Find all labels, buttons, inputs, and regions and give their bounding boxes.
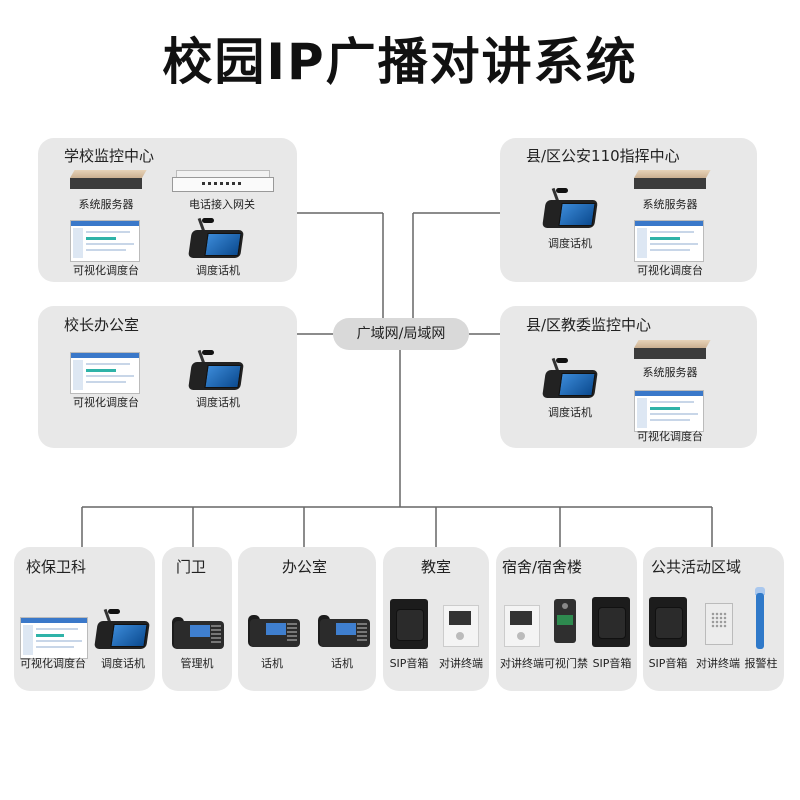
device-label: 管理机	[180, 657, 214, 670]
dispatch-phone-icon	[188, 217, 244, 260]
panel-title: 公共活动区域	[651, 558, 742, 576]
network-hub: 广域网/局域网	[333, 318, 469, 350]
panel-security-office: 校保卫科 可视化调度台 调度话机	[14, 547, 155, 691]
panel-title: 学校监控中心	[64, 147, 155, 165]
device-label: SIP音箱	[648, 657, 688, 670]
ip-phone-icon	[248, 611, 300, 649]
device-label: 系统服务器	[642, 366, 698, 379]
device-label: 可视化调度台	[637, 430, 703, 443]
ip-phone-icon	[318, 611, 370, 649]
sip-speaker-icon	[592, 597, 630, 647]
dispatch-phone-icon	[542, 187, 598, 230]
dispatch-console-icon	[20, 617, 88, 659]
device-label: 可视化调度台	[637, 264, 703, 277]
panel-gatehouse: 门卫 管理机	[162, 547, 232, 691]
device-label: 系统服务器	[78, 198, 134, 211]
device-label: 调度话机	[196, 396, 240, 409]
device-label: 电话接入网关	[189, 198, 255, 211]
dispatch-phone-icon	[94, 608, 150, 651]
sip-speaker-icon	[649, 597, 687, 647]
panel-police-center: 县/区公安110指挥中心 系统服务器 调度话机 可视化调度台	[500, 138, 757, 282]
gateway-icon	[172, 170, 274, 192]
device-label: 调度话机	[196, 264, 240, 277]
panel-title: 校保卫科	[26, 558, 87, 576]
device-label: 可视化调度台	[73, 396, 139, 409]
video-door-access-icon	[554, 599, 576, 643]
dispatch-console-icon	[634, 390, 704, 432]
device-label: SIP音箱	[592, 657, 632, 670]
dispatch-console-icon	[634, 220, 704, 262]
dispatch-console-icon	[70, 352, 140, 394]
panel-dormitory: 宿舍/宿舍楼 对讲终端 可视门禁 SIP音箱	[496, 547, 637, 691]
dispatch-phone-icon	[188, 349, 244, 392]
management-phone-icon	[172, 613, 224, 651]
intercom-terminal-icon	[504, 605, 540, 647]
intercom-terminal-icon	[443, 605, 479, 647]
panel-classroom: 教室 SIP音箱 对讲终端	[383, 547, 489, 691]
device-label: 可视化调度台	[73, 264, 139, 277]
panel-title: 办公室	[282, 558, 328, 576]
device-label: 调度话机	[548, 237, 592, 250]
panel-title: 教室	[421, 558, 452, 576]
panel-school-monitor: 学校监控中心 系统服务器 电话接入网关 可视化调度台 调度话机	[38, 138, 297, 282]
panel-title: 校长办公室	[64, 316, 140, 334]
device-label: 调度话机	[548, 406, 592, 419]
panel-title: 县/区教委监控中心	[526, 316, 652, 334]
device-label: 系统服务器	[642, 198, 698, 211]
server-icon	[70, 170, 147, 192]
intercom-terminal-icon	[705, 603, 733, 645]
panel-public-area: 公共活动区域 SIP音箱 对讲终端 报警柱	[643, 547, 784, 691]
server-icon	[634, 170, 711, 192]
device-label: 对讲终端	[439, 657, 483, 670]
device-label: 话机	[331, 657, 353, 670]
panel-title: 门卫	[176, 558, 207, 576]
device-label: 对讲终端	[500, 657, 544, 670]
sip-speaker-icon	[390, 599, 428, 649]
diagram-title: 校园IP广播对讲系统	[162, 33, 638, 91]
device-label: 调度话机	[101, 657, 145, 670]
device-label: 对讲终端	[696, 657, 740, 670]
alarm-pillar-icon	[753, 587, 767, 649]
panel-title: 宿舍/宿舍楼	[502, 558, 583, 576]
device-label: 话机	[261, 657, 283, 670]
device-label: 可视化调度台	[20, 657, 86, 670]
panel-education-center: 县/区教委监控中心 系统服务器 调度话机 可视化调度台	[500, 306, 757, 448]
panel-principal-office: 校长办公室 可视化调度台 调度话机	[38, 306, 297, 448]
device-label: SIP音箱	[389, 657, 429, 670]
dispatch-phone-icon	[542, 357, 598, 400]
panel-office: 办公室 话机 话机	[238, 547, 376, 691]
device-label: 报警柱	[744, 657, 778, 670]
server-icon	[634, 340, 711, 362]
device-label: 可视门禁	[544, 657, 588, 670]
dispatch-console-icon	[70, 220, 140, 262]
panel-title: 县/区公安110指挥中心	[526, 147, 680, 165]
